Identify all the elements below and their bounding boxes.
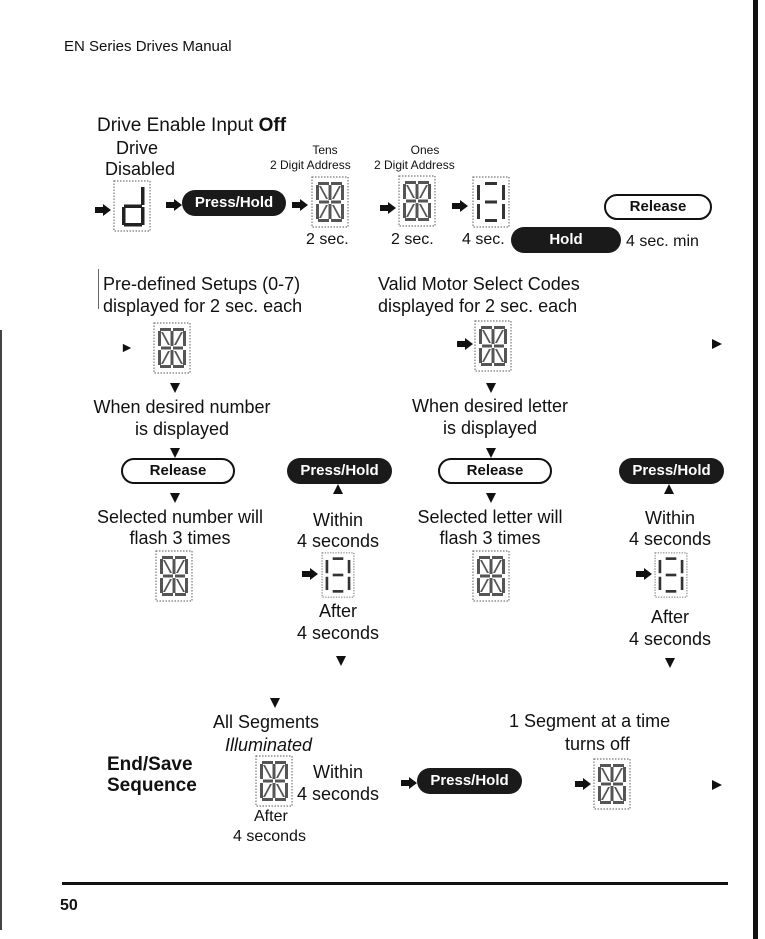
end-save-label-1: End/Save bbox=[107, 754, 193, 775]
dash-display-right bbox=[654, 552, 688, 598]
release-button-left[interactable]: Release bbox=[121, 458, 235, 484]
motor-code-display bbox=[474, 320, 512, 372]
one-segment-display bbox=[593, 758, 631, 810]
flash-display-right bbox=[472, 550, 510, 602]
time-4sec: 4 sec. bbox=[462, 231, 505, 248]
one-segment-2: turns off bbox=[565, 734, 630, 754]
time-2sec-tens: 2 sec. bbox=[306, 231, 349, 248]
right-arrow-icon bbox=[292, 199, 308, 211]
right-heading-2: displayed for 2 sec. each bbox=[378, 296, 578, 316]
one-segment-1: 1 Segment at a time bbox=[509, 711, 671, 731]
section-title-text: Drive Enable Input bbox=[97, 115, 259, 136]
press-hold-button[interactable]: Press/Hold bbox=[182, 190, 286, 216]
left-heading-2: displayed for 2 sec. each bbox=[103, 296, 303, 316]
all-segments-2: Illuminated bbox=[225, 735, 313, 755]
down-arrow-icon bbox=[169, 382, 181, 394]
page-edge-bar bbox=[753, 0, 758, 939]
right-when-2: is displayed bbox=[442, 418, 538, 438]
right-arrow-icon bbox=[636, 568, 652, 580]
up-arrow-icon bbox=[332, 483, 344, 495]
margin-mark bbox=[98, 269, 99, 309]
right-arrow-icon bbox=[575, 778, 591, 790]
right-arrow-icon bbox=[302, 568, 318, 580]
all-segments-display bbox=[255, 755, 293, 807]
up-arrow-icon bbox=[663, 483, 675, 495]
press-hold-button-end[interactable]: Press/Hold bbox=[417, 768, 522, 794]
section-title: Drive Enable Input Off bbox=[97, 115, 286, 137]
page-edge-bar-left bbox=[0, 330, 2, 930]
drive-label: Drive bbox=[116, 138, 159, 158]
press-hold-button-left[interactable]: Press/Hold bbox=[287, 458, 392, 484]
hold-button[interactable]: Hold bbox=[511, 227, 621, 253]
section-title-state: Off bbox=[258, 115, 287, 136]
end-after: After bbox=[254, 808, 288, 825]
right-arrow-icon bbox=[95, 204, 111, 216]
press-hold-button-right[interactable]: Press/Hold bbox=[619, 458, 724, 484]
right-when-1: When desired letter bbox=[411, 396, 569, 416]
left-after-2: 4 seconds bbox=[296, 623, 380, 643]
right-after: After bbox=[650, 607, 689, 627]
left-within-2: 4 seconds bbox=[296, 531, 380, 551]
down-arrow-icon bbox=[485, 382, 497, 394]
setup-display bbox=[153, 322, 191, 374]
right-arrow-icon bbox=[457, 338, 473, 350]
right-selected-1: Selected letter will bbox=[417, 507, 563, 527]
left-after: After bbox=[318, 601, 357, 621]
release-button-right[interactable]: Release bbox=[438, 458, 552, 484]
down-arrow-icon bbox=[169, 492, 181, 504]
disabled-label: Disabled bbox=[105, 159, 176, 179]
dash-display bbox=[472, 176, 510, 228]
release-button[interactable]: Release bbox=[604, 194, 712, 220]
time-4sec-min: 4 sec. min bbox=[626, 233, 699, 250]
manual-title: EN Series Drives Manual bbox=[64, 38, 232, 55]
down-arrow-icon bbox=[335, 655, 347, 667]
right-heading-1: Valid Motor Select Codes bbox=[378, 274, 580, 294]
down-arrow-icon bbox=[664, 657, 676, 669]
d-display bbox=[113, 180, 151, 232]
all-segments-1: All Segments bbox=[213, 712, 320, 732]
left-heading-1: Pre-defined Setups (0-7) bbox=[103, 274, 301, 294]
flash-display-left bbox=[155, 550, 193, 602]
left-when-2: is displayed bbox=[134, 419, 230, 439]
tens-display bbox=[311, 176, 349, 228]
left-when-1: When desired number bbox=[93, 397, 271, 417]
tens-sublabel: 2 Digit Address bbox=[270, 158, 351, 172]
end-save-label-2: Sequence bbox=[107, 775, 197, 796]
page-number: 50 bbox=[60, 897, 78, 914]
left-selected-1: Selected number will bbox=[96, 507, 264, 527]
right-triangle-icon bbox=[122, 343, 132, 353]
right-triangle-icon bbox=[711, 338, 723, 350]
footer-rule bbox=[62, 882, 728, 885]
end-within-2: 4 seconds bbox=[297, 784, 380, 804]
end-after-2: 4 seconds bbox=[233, 828, 306, 845]
down-arrow-icon bbox=[485, 492, 497, 504]
ones-display bbox=[398, 175, 436, 227]
right-within-2: 4 seconds bbox=[628, 529, 712, 549]
right-after-2: 4 seconds bbox=[628, 629, 712, 649]
tens-label: Tens bbox=[312, 143, 338, 157]
time-2sec-ones: 2 sec. bbox=[391, 231, 434, 248]
right-within: Within bbox=[644, 508, 695, 528]
end-within: Within bbox=[313, 762, 364, 782]
right-selected-2: flash 3 times bbox=[439, 528, 541, 548]
right-arrow-icon bbox=[401, 777, 417, 789]
dash-display-left bbox=[321, 552, 355, 598]
right-arrow-icon bbox=[452, 200, 468, 212]
right-triangle-icon bbox=[711, 779, 723, 791]
right-arrow-icon bbox=[166, 199, 182, 211]
down-arrow-icon bbox=[269, 697, 281, 709]
ones-sublabel: 2 Digit Address bbox=[374, 158, 455, 172]
left-within: Within bbox=[312, 510, 363, 530]
left-selected-2: flash 3 times bbox=[129, 528, 231, 548]
ones-label: Ones bbox=[410, 143, 440, 157]
right-arrow-icon bbox=[380, 202, 396, 214]
